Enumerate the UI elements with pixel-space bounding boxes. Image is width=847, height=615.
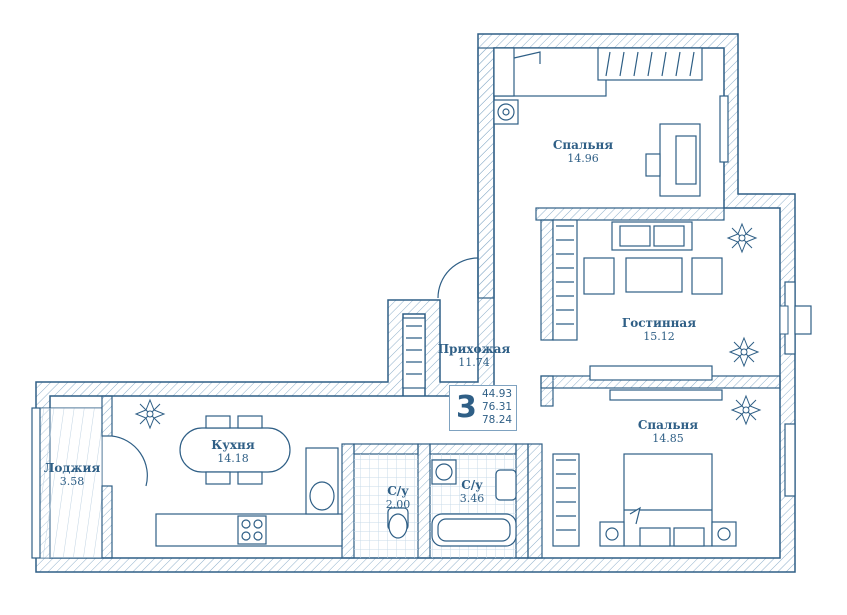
room-label-bedroom-top: Спальня 14.96 <box>548 138 618 166</box>
wc1-tiles <box>354 454 418 558</box>
total-area: 76.31 <box>482 401 513 413</box>
room-name: Гостинная <box>621 316 697 330</box>
windows <box>31 95 812 559</box>
room-name: Прихожая <box>437 342 511 356</box>
room-area: 3.58 <box>59 475 85 488</box>
room-name: Спальня <box>552 138 614 152</box>
living-furniture <box>552 219 723 401</box>
room-label-bedroom-bottom: Спальня 14.85 <box>628 418 708 446</box>
room-area: 15.12 <box>643 330 675 343</box>
bedroom-top-furniture <box>493 47 703 197</box>
room-label-wc2: С/у 3.46 <box>450 478 494 506</box>
room-name: С/у <box>461 478 483 492</box>
living-area: 44.93 <box>482 388 513 400</box>
room-label-hall: Прихожая 11.74 <box>434 342 514 370</box>
rooms-count: 3 <box>456 390 477 425</box>
bathroom-fixtures <box>387 459 517 547</box>
room-name: Лоджия <box>43 461 101 475</box>
kitchen-furniture <box>155 415 343 547</box>
doors <box>111 257 479 487</box>
room-area: 2.00 <box>385 498 411 511</box>
apartment-summary-box: 3 44.93 76.31 78.24 <box>449 385 517 431</box>
room-label-kitchen: Кухня 14.18 <box>198 438 268 466</box>
room-label-living: Гостинная 15.12 <box>614 316 704 344</box>
room-area: 14.96 <box>567 152 599 165</box>
room-name: Кухня <box>211 438 255 452</box>
bedroom-bottom-furniture <box>552 453 737 547</box>
interior-walls <box>101 47 781 559</box>
room-area: 14.85 <box>652 432 684 445</box>
room-label-wc1: С/у 2.00 <box>376 484 420 512</box>
room-area: 14.18 <box>217 452 249 465</box>
hall-wardrobe <box>402 317 426 389</box>
area-values: 44.93 76.31 78.24 <box>482 388 512 427</box>
plant-icons <box>134 222 762 430</box>
room-label-loggia: Лоджия 3.58 <box>40 461 104 489</box>
room-area: 11.74 <box>458 356 490 369</box>
room-area: 3.46 <box>459 492 485 505</box>
room-name: Спальня <box>637 418 699 432</box>
total-area-with-loggia: 78.24 <box>482 414 513 426</box>
room-name: С/у <box>387 484 409 498</box>
